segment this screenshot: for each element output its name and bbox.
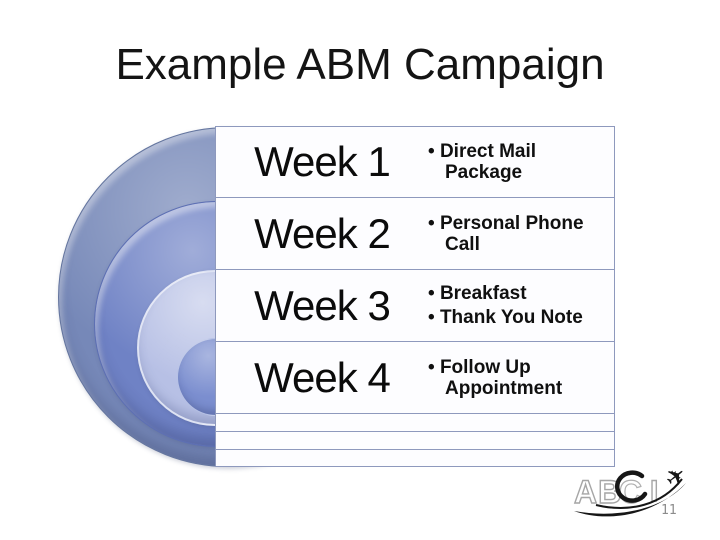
week-label: Week 1	[254, 138, 391, 185]
bullet-item: Breakfast	[428, 283, 592, 304]
week-label: Week 3	[254, 281, 391, 329]
table-row-week-3: Week 3 Breakfast Thank You Note	[215, 269, 615, 342]
empty-row	[215, 413, 615, 432]
bullet-list: Breakfast Thank You Note	[428, 270, 614, 341]
table-row-week-2: Week 2 Personal Phone Call	[215, 197, 615, 270]
week-label: Week 4	[254, 353, 391, 401]
bullet-item: Thank You Note	[428, 307, 592, 328]
logo-letter-i: I	[650, 475, 658, 508]
page-number: 11	[661, 503, 677, 518]
bullet-list: Follow Up Appointment	[428, 342, 614, 413]
empty-row	[215, 431, 615, 450]
logo-letters-ab: AB	[574, 474, 622, 510]
abci-logo: AB C I ✈	[573, 461, 693, 517]
bullet-list: Personal Phone Call	[428, 198, 614, 269]
week-label: Week 2	[254, 209, 391, 257]
logo-letter-c: C	[619, 474, 642, 510]
bullet-list: Direct Mail Package	[428, 127, 614, 197]
logo-orbit-arc	[595, 478, 683, 509]
airplane-icon: ✈	[660, 461, 693, 494]
logo-c-crescent	[615, 470, 648, 503]
logo-swoosh	[574, 483, 686, 517]
bullet-item: Follow Up Appointment	[428, 357, 592, 399]
empty-row	[215, 449, 615, 467]
table-row-week-4: Week 4 Follow Up Appointment	[215, 341, 615, 414]
bullet-item: Personal Phone Call	[428, 213, 592, 255]
slide-title: Example ABM Campaign	[115, 40, 605, 89]
table-row-week-1: Week 1 Direct Mail Package	[215, 126, 615, 198]
bullet-item: Direct Mail Package	[428, 141, 592, 183]
